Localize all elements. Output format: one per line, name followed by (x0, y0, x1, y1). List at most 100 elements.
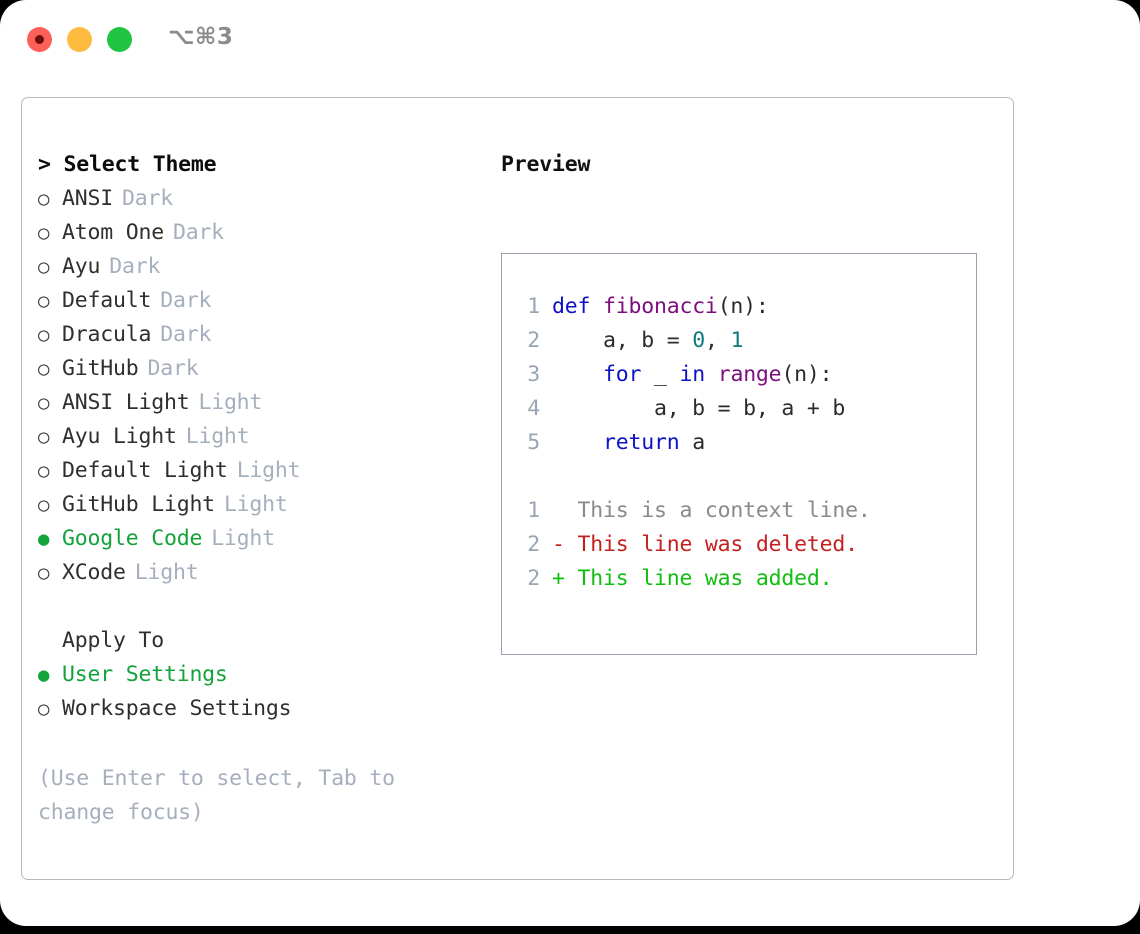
apply-to-list: ● User Settings ○ Workspace Settings (38, 658, 498, 726)
theme-option-label: Google Code (62, 526, 203, 551)
radio-unselected-icon: ○ (38, 324, 50, 346)
code-token-pl: (n): (781, 362, 833, 387)
radio-unselected-icon: ○ (38, 290, 50, 312)
radio-unselected-icon: ○ (38, 698, 50, 720)
line-number: 4 (527, 396, 540, 421)
code-line-text: return a (552, 426, 705, 460)
code-token-pl: (n): (717, 294, 769, 319)
code-token-pl: _ (641, 362, 680, 387)
code-token-pl (705, 362, 718, 387)
code-line-text: for _ in range(n): (552, 358, 833, 392)
code-line: 1 def fibonacci(n): (518, 290, 966, 324)
line-number: 1 (527, 498, 540, 523)
code-token-pl (552, 362, 603, 387)
theme-option-tag: Light (236, 458, 301, 483)
radio-selected-icon: ● (38, 528, 50, 550)
theme-option-tag: Dark (160, 288, 212, 313)
line-number: 2 (527, 532, 540, 557)
code-token-pl (552, 430, 603, 455)
radio-unselected-icon: ○ (38, 358, 50, 380)
theme-option-tag: Light (185, 424, 250, 449)
theme-option-tag: Dark (121, 186, 173, 211)
theme-option-tag: Light (134, 560, 199, 585)
code-token-num: 0 (692, 328, 705, 353)
code-token-kw: return (602, 430, 680, 455)
code-token-kw: in (679, 362, 705, 387)
code-token-kw: def (552, 294, 603, 319)
apply-to-heading: Apply To (62, 628, 164, 653)
spacer (38, 590, 498, 624)
diff-line-text: This is a context line. (552, 498, 871, 523)
title-bar: ⌥⌘3 (0, 0, 1140, 78)
diff-block: 1 This is a context line. 2 - This line wa… (518, 494, 966, 596)
theme-option-label: GitHub Light (62, 492, 215, 517)
line-number: 1 (527, 294, 540, 319)
diff-line-del: 2 - This line was deleted. (518, 528, 966, 562)
apply-to-option-user-settings[interactable]: ● User Settings (38, 658, 498, 692)
diff-line-text: - This line was deleted. (552, 532, 858, 557)
page-title: > Select Theme (38, 152, 217, 177)
theme-option-dracula[interactable]: ○ Dracula Dark (38, 318, 498, 352)
code-line: 2 a, b = 0, 1 (518, 324, 966, 358)
theme-option-label: XCode (62, 560, 126, 585)
diff-line-ctx: 1 This is a context line. (518, 494, 966, 528)
line-number: 5 (527, 430, 540, 455)
maximize-window-button[interactable] (107, 27, 132, 52)
code-token-fn: fibonacci (602, 294, 718, 319)
keyboard-hint: (Use Enter to select, Tab to change focu… (38, 766, 395, 825)
radio-selected-icon: ● (38, 664, 50, 686)
apply-to-option-label: User Settings (62, 662, 228, 687)
code-line-text: def fibonacci(n): (552, 290, 769, 324)
code-token-num: 1 (730, 328, 744, 353)
close-window-button[interactable] (27, 27, 52, 52)
code-token-pl: a (679, 430, 705, 455)
code-token-pl: a, b = (552, 328, 693, 353)
radio-unselected-icon: ○ (38, 426, 50, 448)
theme-option-label: ANSI Light (62, 390, 190, 415)
line-number: 3 (527, 362, 540, 387)
theme-option-ayu-light[interactable]: ○ Ayu Light Light (38, 420, 498, 454)
code-line: 4 a, b = b, a + b (518, 392, 966, 426)
theme-option-label: Default Light (62, 458, 228, 483)
theme-option-google-code[interactable]: ● Google Code Light (38, 522, 498, 556)
diff-line-text: + This line was added. (552, 566, 833, 591)
radio-unselected-icon: ○ (38, 188, 50, 210)
theme-option-ansi[interactable]: ○ ANSI Dark (38, 182, 498, 216)
code-line-text: a, b = 0, 1 (552, 324, 743, 358)
apply-to-option-workspace-settings[interactable]: ○ Workspace Settings (38, 692, 498, 726)
apply-to-option-label: Workspace Settings (62, 696, 292, 721)
code-token-pl: a, b = b, a + b (552, 396, 846, 421)
theme-option-label: Ayu (62, 254, 101, 279)
minimize-window-button[interactable] (67, 27, 92, 52)
code-spacer (518, 460, 966, 494)
preview-heading: Preview (501, 152, 591, 177)
theme-option-label: Atom One (62, 220, 164, 245)
theme-option-tag: Light (211, 526, 275, 551)
theme-option-label: Dracula (62, 322, 152, 347)
theme-option-tag: Light (223, 492, 288, 517)
code-line: 5 return a (518, 426, 966, 460)
theme-option-tag: Dark (160, 322, 212, 347)
theme-option-label: ANSI (62, 186, 113, 211)
code-token-fn: range (717, 362, 782, 387)
radio-unselected-icon: ○ (38, 392, 50, 414)
theme-option-label: Ayu Light (62, 424, 177, 449)
code-token-kw: for (602, 362, 642, 387)
code-line: 3 for _ in range(n): (518, 358, 966, 392)
